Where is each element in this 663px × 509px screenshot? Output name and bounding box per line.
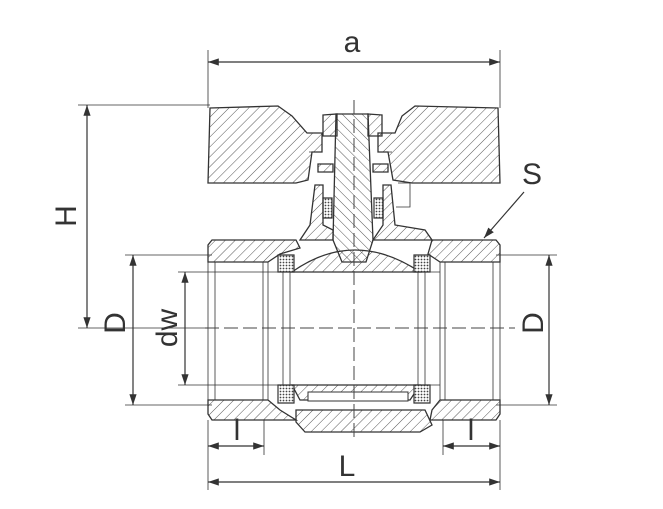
handle [207, 105, 501, 208]
label-dw: dw [151, 308, 184, 347]
label-l-left: l [234, 414, 241, 447]
stem [298, 113, 434, 263]
label-a: a [344, 26, 361, 59]
label-L: L [339, 450, 356, 483]
label-H: H [50, 205, 83, 227]
label-l-right: l [468, 414, 475, 447]
label-D-right: D [517, 312, 550, 334]
label-S: S [522, 158, 542, 191]
dimensions [78, 50, 557, 490]
label-D-left: D [99, 312, 132, 334]
valve-body [207, 239, 501, 433]
